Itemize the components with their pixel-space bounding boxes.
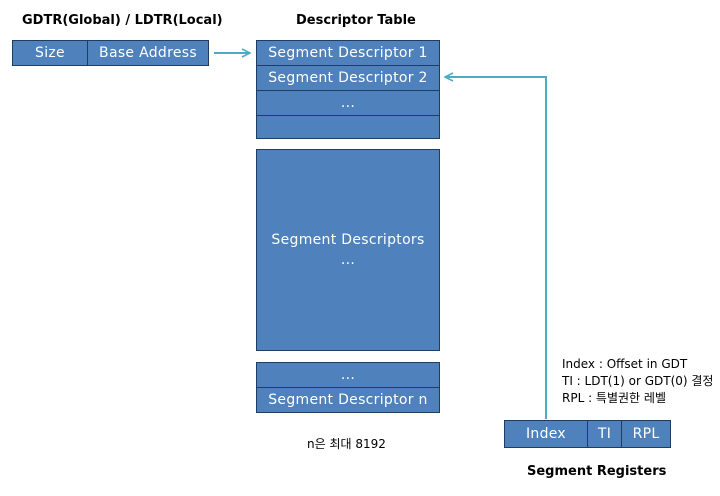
gdtr-base-address-field: Base Address (87, 40, 209, 66)
descriptor-count-note: n은 최대 8192 (307, 437, 386, 451)
segment-descriptor-n: Segment Descriptor n (256, 387, 440, 413)
segment-descriptor-1: Segment Descriptor 1 (256, 40, 440, 66)
descriptor-empty-row (256, 115, 440, 139)
segment-descriptor-2: Segment Descriptor 2 (256, 65, 440, 91)
note-rpl: RPL : 특별권한 레벨 (562, 391, 666, 405)
descriptor-ellipsis-row: ... (256, 90, 440, 116)
segment-descriptors-label: Segment Descriptors (271, 232, 425, 248)
note-ti: TI : LDT(1) or GDT(0) 결정 (562, 374, 714, 388)
segment-register-index-field: Index (504, 420, 588, 448)
index-to-descriptor-arrow (445, 77, 547, 419)
segment-registers-title: Segment Registers (527, 464, 667, 479)
segment-register-notes: Index : Offset in GDT TI : LDT(1) or GDT… (562, 356, 713, 407)
gdtr-title: GDTR(Global) / LDTR(Local) (22, 13, 223, 28)
note-index: Index : Offset in GDT (562, 357, 688, 371)
descriptor-bottom-ellipsis-row: ... (256, 362, 440, 388)
descriptor-table-title: Descriptor Table (296, 13, 416, 28)
segment-register-rpl-field: RPL (621, 420, 671, 448)
segment-descriptors-ellipsis: ... (340, 252, 356, 268)
segment-register-ti-field: TI (587, 420, 622, 448)
segment-descriptors-block: Segment Descriptors ... (256, 149, 440, 351)
